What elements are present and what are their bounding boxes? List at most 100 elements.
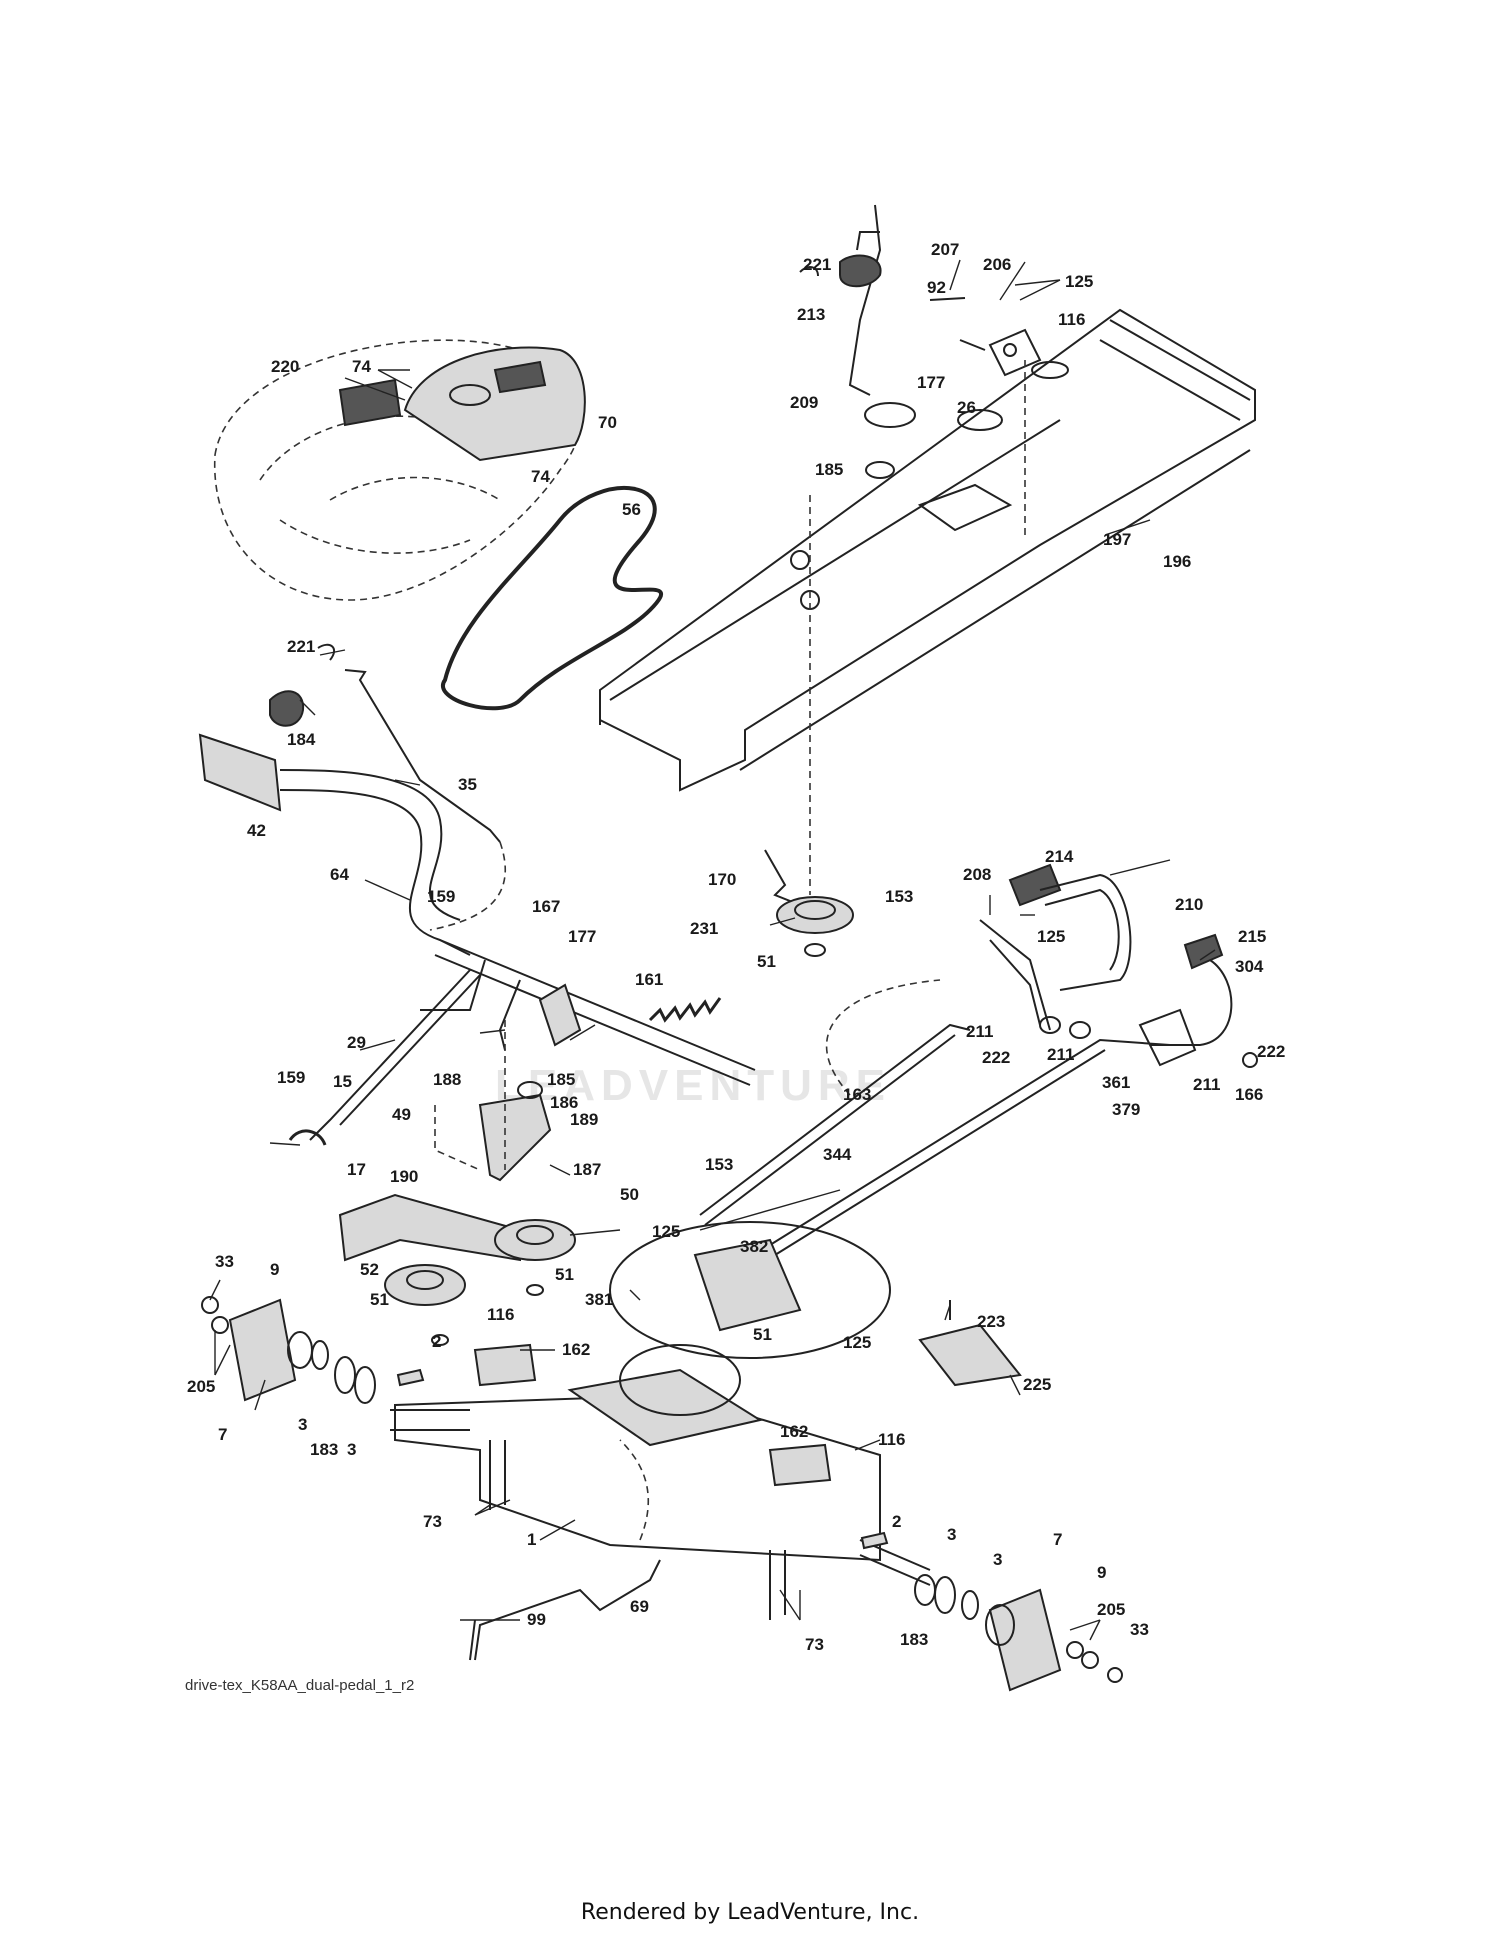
label-225: 225: [1023, 1375, 1051, 1394]
label-231: 231: [690, 919, 718, 938]
transaxle-1: [390, 1343, 931, 1620]
label-161: 161: [635, 970, 663, 989]
label-116: 116: [487, 1305, 514, 1324]
label-205: 205: [1097, 1600, 1125, 1619]
label-51: 51: [370, 1290, 389, 1309]
label-183: 183: [310, 1440, 338, 1459]
drive-belt-56: [440, 485, 664, 711]
label-74: 74: [352, 357, 371, 376]
label-222: 222: [982, 1048, 1010, 1067]
label-190: 190: [390, 1167, 418, 1186]
label-2: 2: [892, 1512, 901, 1531]
label-125: 125: [652, 1222, 680, 1241]
label-73: 73: [805, 1635, 824, 1654]
label-35: 35: [458, 775, 477, 794]
label-51: 51: [555, 1265, 574, 1284]
label-205: 205: [187, 1377, 215, 1396]
label-382: 382: [740, 1237, 768, 1256]
footer-credit: Rendered by LeadVenture, Inc.: [580, 1900, 920, 1925]
label-153: 153: [885, 887, 913, 906]
label-125: 125: [1065, 272, 1093, 291]
label-170: 170: [708, 870, 736, 889]
label-9: 9: [1097, 1563, 1106, 1582]
label-7: 7: [1053, 1530, 1062, 1549]
label-49: 49: [392, 1105, 411, 1124]
rod-344: [769, 1038, 1171, 1256]
label-211: 211: [1047, 1045, 1074, 1064]
part-labels: 221 213 207 92 206 125 116 177 26 209 22…: [187, 240, 1285, 1654]
belt-guard-190: [338, 1193, 521, 1262]
rod-99: [469, 1439, 661, 1661]
label-3: 3: [347, 1440, 356, 1459]
label-166: 166: [1235, 1085, 1263, 1104]
bracket-225: [918, 1300, 1022, 1387]
label-221: 221: [287, 637, 315, 656]
label-42: 42: [247, 821, 266, 840]
label-163: 163: [843, 1085, 871, 1104]
label-70: 70: [598, 413, 617, 432]
lift-lever-42-64: [198, 733, 471, 956]
label-3: 3: [947, 1525, 956, 1544]
label-221: 221: [803, 255, 831, 274]
label-187: 187: [573, 1160, 601, 1179]
pulley-52: [384, 1264, 466, 1346]
label-361: 361: [1102, 1073, 1130, 1092]
label-223: 223: [977, 1312, 1005, 1331]
label-64: 64: [330, 865, 349, 884]
label-177: 177: [917, 373, 945, 392]
label-15: 15: [333, 1072, 352, 1091]
label-116: 116: [878, 1430, 905, 1449]
label-73: 73: [423, 1512, 442, 1531]
label-185: 185: [815, 460, 843, 479]
label-184: 184: [287, 730, 316, 749]
label-167: 167: [532, 897, 560, 916]
label-379: 379: [1112, 1100, 1140, 1119]
label-186: 186: [550, 1093, 578, 1112]
bracket-206: [929, 297, 1042, 540]
label-196: 196: [1163, 552, 1191, 571]
label-213: 213: [797, 305, 825, 324]
label-209: 209: [790, 393, 818, 412]
label-177: 177: [568, 927, 596, 946]
label-189: 189: [570, 1110, 598, 1129]
label-33: 33: [1130, 1620, 1149, 1639]
parts-diagram: LEADVENTURE: [185, 204, 1285, 1694]
label-51: 51: [753, 1325, 772, 1344]
label-159: 159: [427, 887, 455, 906]
frame-assembly: [599, 308, 1256, 792]
label-17: 17: [347, 1160, 366, 1179]
label-162: 162: [562, 1340, 590, 1359]
pedal-assembly: [979, 863, 1258, 1068]
diagram-caption: drive-tex_K58AA_dual-pedal_1_r2: [185, 1677, 414, 1694]
label-1: 1: [527, 1530, 536, 1549]
label-56: 56: [622, 500, 641, 519]
key-right-2: [860, 1531, 889, 1550]
label-211: 211: [1193, 1075, 1220, 1094]
label-153: 153: [705, 1155, 733, 1174]
pulley-231: [776, 896, 854, 957]
watermark: LEADVENTURE: [495, 1061, 891, 1110]
label-214: 214: [1045, 847, 1074, 866]
label-7: 7: [218, 1425, 227, 1444]
label-222: 222: [1257, 1042, 1285, 1061]
brake-rod-35: [344, 669, 506, 931]
label-211: 211: [966, 1022, 993, 1041]
label-207: 207: [931, 240, 959, 259]
shift-lever-209: [799, 204, 882, 396]
label-304: 304: [1235, 957, 1264, 976]
label-74: 74: [531, 467, 550, 486]
label-344: 344: [823, 1145, 852, 1164]
knob-184: [269, 643, 336, 727]
label-116: 116: [1058, 310, 1085, 329]
label-9: 9: [270, 1260, 279, 1279]
pulley-50: [494, 1219, 576, 1296]
label-162: 162: [780, 1422, 808, 1441]
label-51: 51: [757, 952, 776, 971]
label-92: 92: [927, 278, 946, 297]
label-50: 50: [620, 1185, 639, 1204]
label-26: 26: [957, 398, 976, 417]
spring-161: [648, 997, 722, 1023]
key-left-2: [396, 1368, 425, 1387]
label-52: 52: [360, 1260, 379, 1279]
label-215: 215: [1238, 927, 1266, 946]
